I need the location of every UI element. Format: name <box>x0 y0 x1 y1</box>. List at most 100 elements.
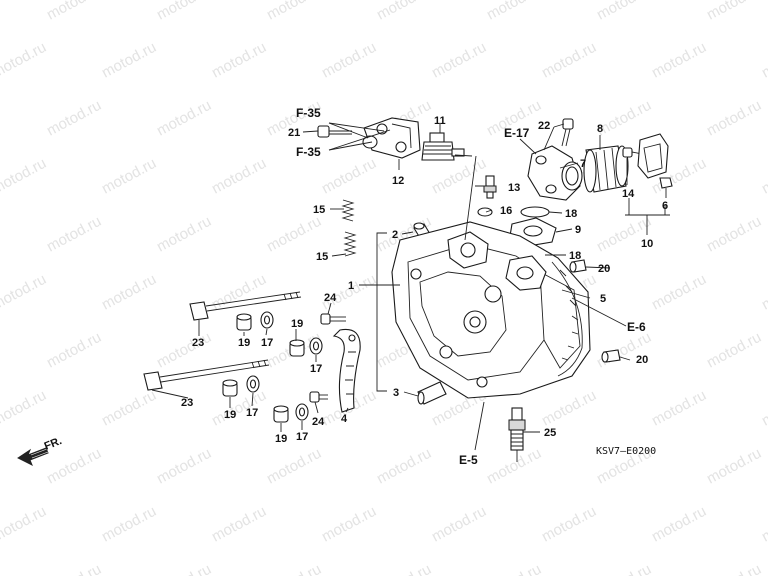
watermark-text: motod.ru <box>704 329 764 372</box>
part-24-bolt-upper <box>320 313 346 325</box>
watermark-text: motod.ru <box>209 155 269 198</box>
part-label: 19 <box>291 318 303 330</box>
watermark-text: motod.ru <box>374 561 434 576</box>
watermark-text: motod.ru <box>264 213 324 256</box>
watermark-text: motod.ru <box>154 329 214 372</box>
part-15-spring-upper <box>341 199 355 222</box>
watermark-text: motod.ru <box>99 387 159 430</box>
part-label: 8 <box>597 123 603 135</box>
part-18-gasket-upper <box>520 206 550 218</box>
watermark-text: motod.ru <box>649 271 709 314</box>
watermark-text: motod.ru <box>429 503 489 546</box>
watermark-text: motod.ru <box>539 503 599 546</box>
part-19-collar-d <box>273 405 289 423</box>
watermark-text: motod.ru <box>759 387 768 430</box>
part-13-plug <box>483 175 497 199</box>
watermark-text: motod.ru <box>759 39 768 82</box>
part-23-bolt-lower <box>143 359 270 391</box>
watermark-text: motod.ru <box>209 503 269 546</box>
watermark-text: motod.ru <box>649 39 709 82</box>
watermark-text: motod.ru <box>319 39 379 82</box>
part-label: 14 <box>622 188 635 200</box>
watermark-text: motod.ru <box>704 445 764 488</box>
front-label: FR. <box>43 435 64 453</box>
watermark-text: motod.ru <box>374 0 434 24</box>
ref-label: F-35 <box>296 145 321 159</box>
part-label: 20 <box>598 263 610 275</box>
part-label: 15 <box>316 251 328 263</box>
watermark-text: motod.ru <box>264 445 324 488</box>
part-16-o-ring <box>477 207 493 217</box>
part-label: 22 <box>538 120 550 132</box>
part-label: 19 <box>275 433 287 445</box>
part-4-chain-guide <box>332 328 361 413</box>
part-label: 3 <box>393 387 399 399</box>
part-label: 15 <box>313 204 325 216</box>
watermark-text: motod.ru <box>484 561 544 576</box>
part-label: 2 <box>392 229 398 241</box>
part-6-nut <box>659 177 673 189</box>
watermark-text: motod.ru <box>44 0 104 24</box>
part-17-washer-d <box>295 403 309 421</box>
watermark-text: motod.ru <box>44 329 104 372</box>
watermark-text: motod.ru <box>319 503 379 546</box>
part-label: 24 <box>312 416 325 428</box>
part-label: 16 <box>500 205 512 217</box>
watermark-text: motod.ru <box>44 445 104 488</box>
part-20-dowel-lower <box>601 349 621 363</box>
watermark-text: motod.ru <box>759 503 768 546</box>
part-label: 17 <box>246 407 258 419</box>
watermark-text: motod.ru <box>209 271 269 314</box>
watermark-text: motod.ru <box>0 271 49 314</box>
part-label: 17 <box>261 337 273 349</box>
watermark-text: motod.ru <box>429 155 489 198</box>
ref-label: E-5 <box>459 453 478 467</box>
watermark-text: motod.ru <box>704 561 764 576</box>
front-arrow-icon <box>17 445 49 467</box>
ref-label: E-17 <box>504 126 530 140</box>
part-22-bolt <box>561 118 574 147</box>
watermark-text: motod.ru <box>539 39 599 82</box>
part-label: 19 <box>238 337 250 349</box>
part-labels: 21 12 11 13 22 8 7 16 18 9 18 14 6 10 15… <box>181 115 668 445</box>
part-label: 21 <box>288 127 300 139</box>
watermark-text: motod.ru <box>484 445 544 488</box>
watermark-text: motod.ru <box>154 213 214 256</box>
part-label: 4 <box>341 413 348 425</box>
part-label: 23 <box>181 397 193 409</box>
part-15-spring-lower <box>343 231 357 257</box>
part-label: 20 <box>636 354 648 366</box>
watermark-text: motod.ru <box>99 271 159 314</box>
watermark-text: motod.ru <box>154 97 214 140</box>
watermark-text: motod.ru <box>0 155 49 198</box>
watermark-text: motod.ru <box>264 0 324 24</box>
part-24-bolt-lower <box>309 391 328 403</box>
watermark-text: motod.ru <box>264 561 324 576</box>
part-label: 17 <box>310 363 322 375</box>
watermark-text: motod.ru <box>759 271 768 314</box>
part-label: 23 <box>192 337 204 349</box>
part-label: 6 <box>662 200 668 212</box>
watermark-text: motod.ru <box>0 503 49 546</box>
part-label: 10 <box>641 238 653 250</box>
watermark-text: motod.ru <box>374 445 434 488</box>
watermark-text: motod.ru <box>0 39 49 82</box>
reference-labels: F-35 F-35 E-17 E-6 E-5 <box>296 106 646 467</box>
part-17-washer-a <box>260 311 274 329</box>
part-25-spark-plug <box>508 407 526 462</box>
part-label: 12 <box>392 175 404 187</box>
watermark-text: motod.ru <box>594 0 654 24</box>
watermark-text: motod.ru <box>539 387 599 430</box>
watermark-text: motod.ru <box>649 503 709 546</box>
part-10-clamp <box>637 133 669 179</box>
part-label: 17 <box>296 431 308 443</box>
watermark-text: motod.ru <box>704 213 764 256</box>
part-23-bolt-upper <box>189 291 302 321</box>
watermark-text: motod.ru <box>209 39 269 82</box>
part-11-sensor <box>421 132 465 161</box>
part-label: 13 <box>508 182 520 194</box>
ref-label: F-35 <box>296 106 321 120</box>
watermark-text: motod.ru <box>319 155 379 198</box>
watermark-text: motod.ru <box>429 39 489 82</box>
